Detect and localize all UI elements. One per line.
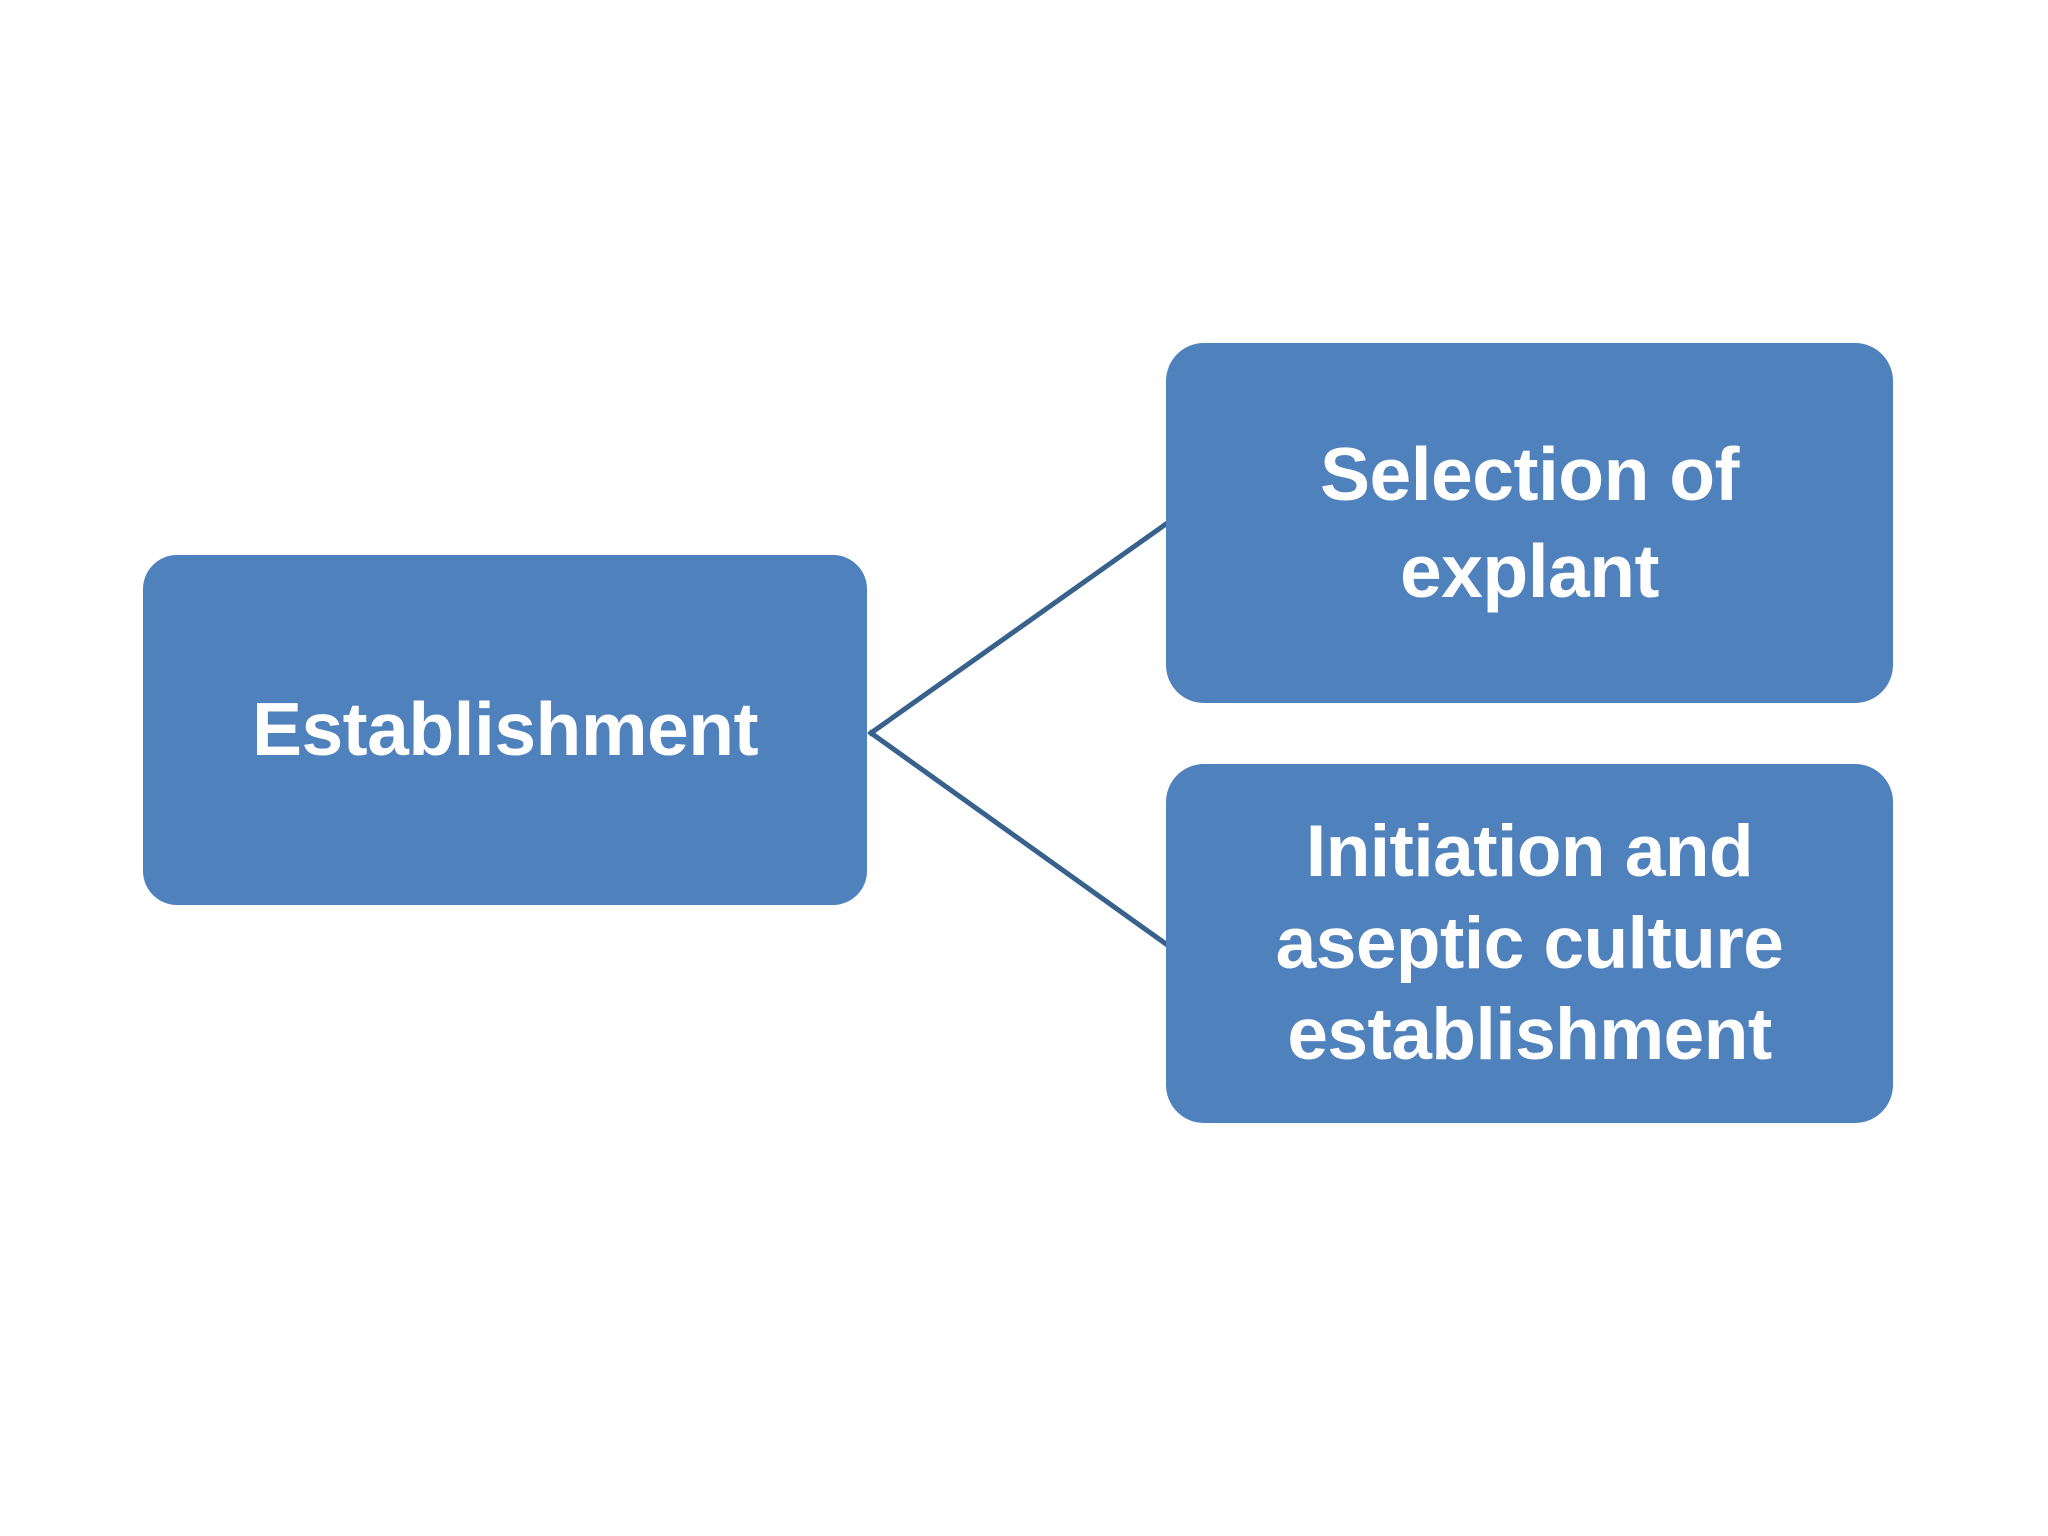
node-establishment-label: Establishment	[251, 687, 759, 772]
node-establishment[interactable]: Establishment	[143, 555, 867, 905]
node-initiation-and-aseptic-culture-establishment-label: Initiation and aseptic culture establish…	[1275, 810, 1784, 1076]
connector-to-initiation-and-aseptic-culture-establishment	[867, 729, 1170, 948]
node-selection-of-explant[interactable]: Selection of explant	[1166, 343, 1893, 703]
connector-to-selection-of-explant	[867, 520, 1170, 737]
node-selection-of-explant-label: Selection of explant	[1319, 431, 1740, 614]
node-initiation-and-aseptic-culture-establishment[interactable]: Initiation and aseptic culture establish…	[1166, 764, 1893, 1123]
